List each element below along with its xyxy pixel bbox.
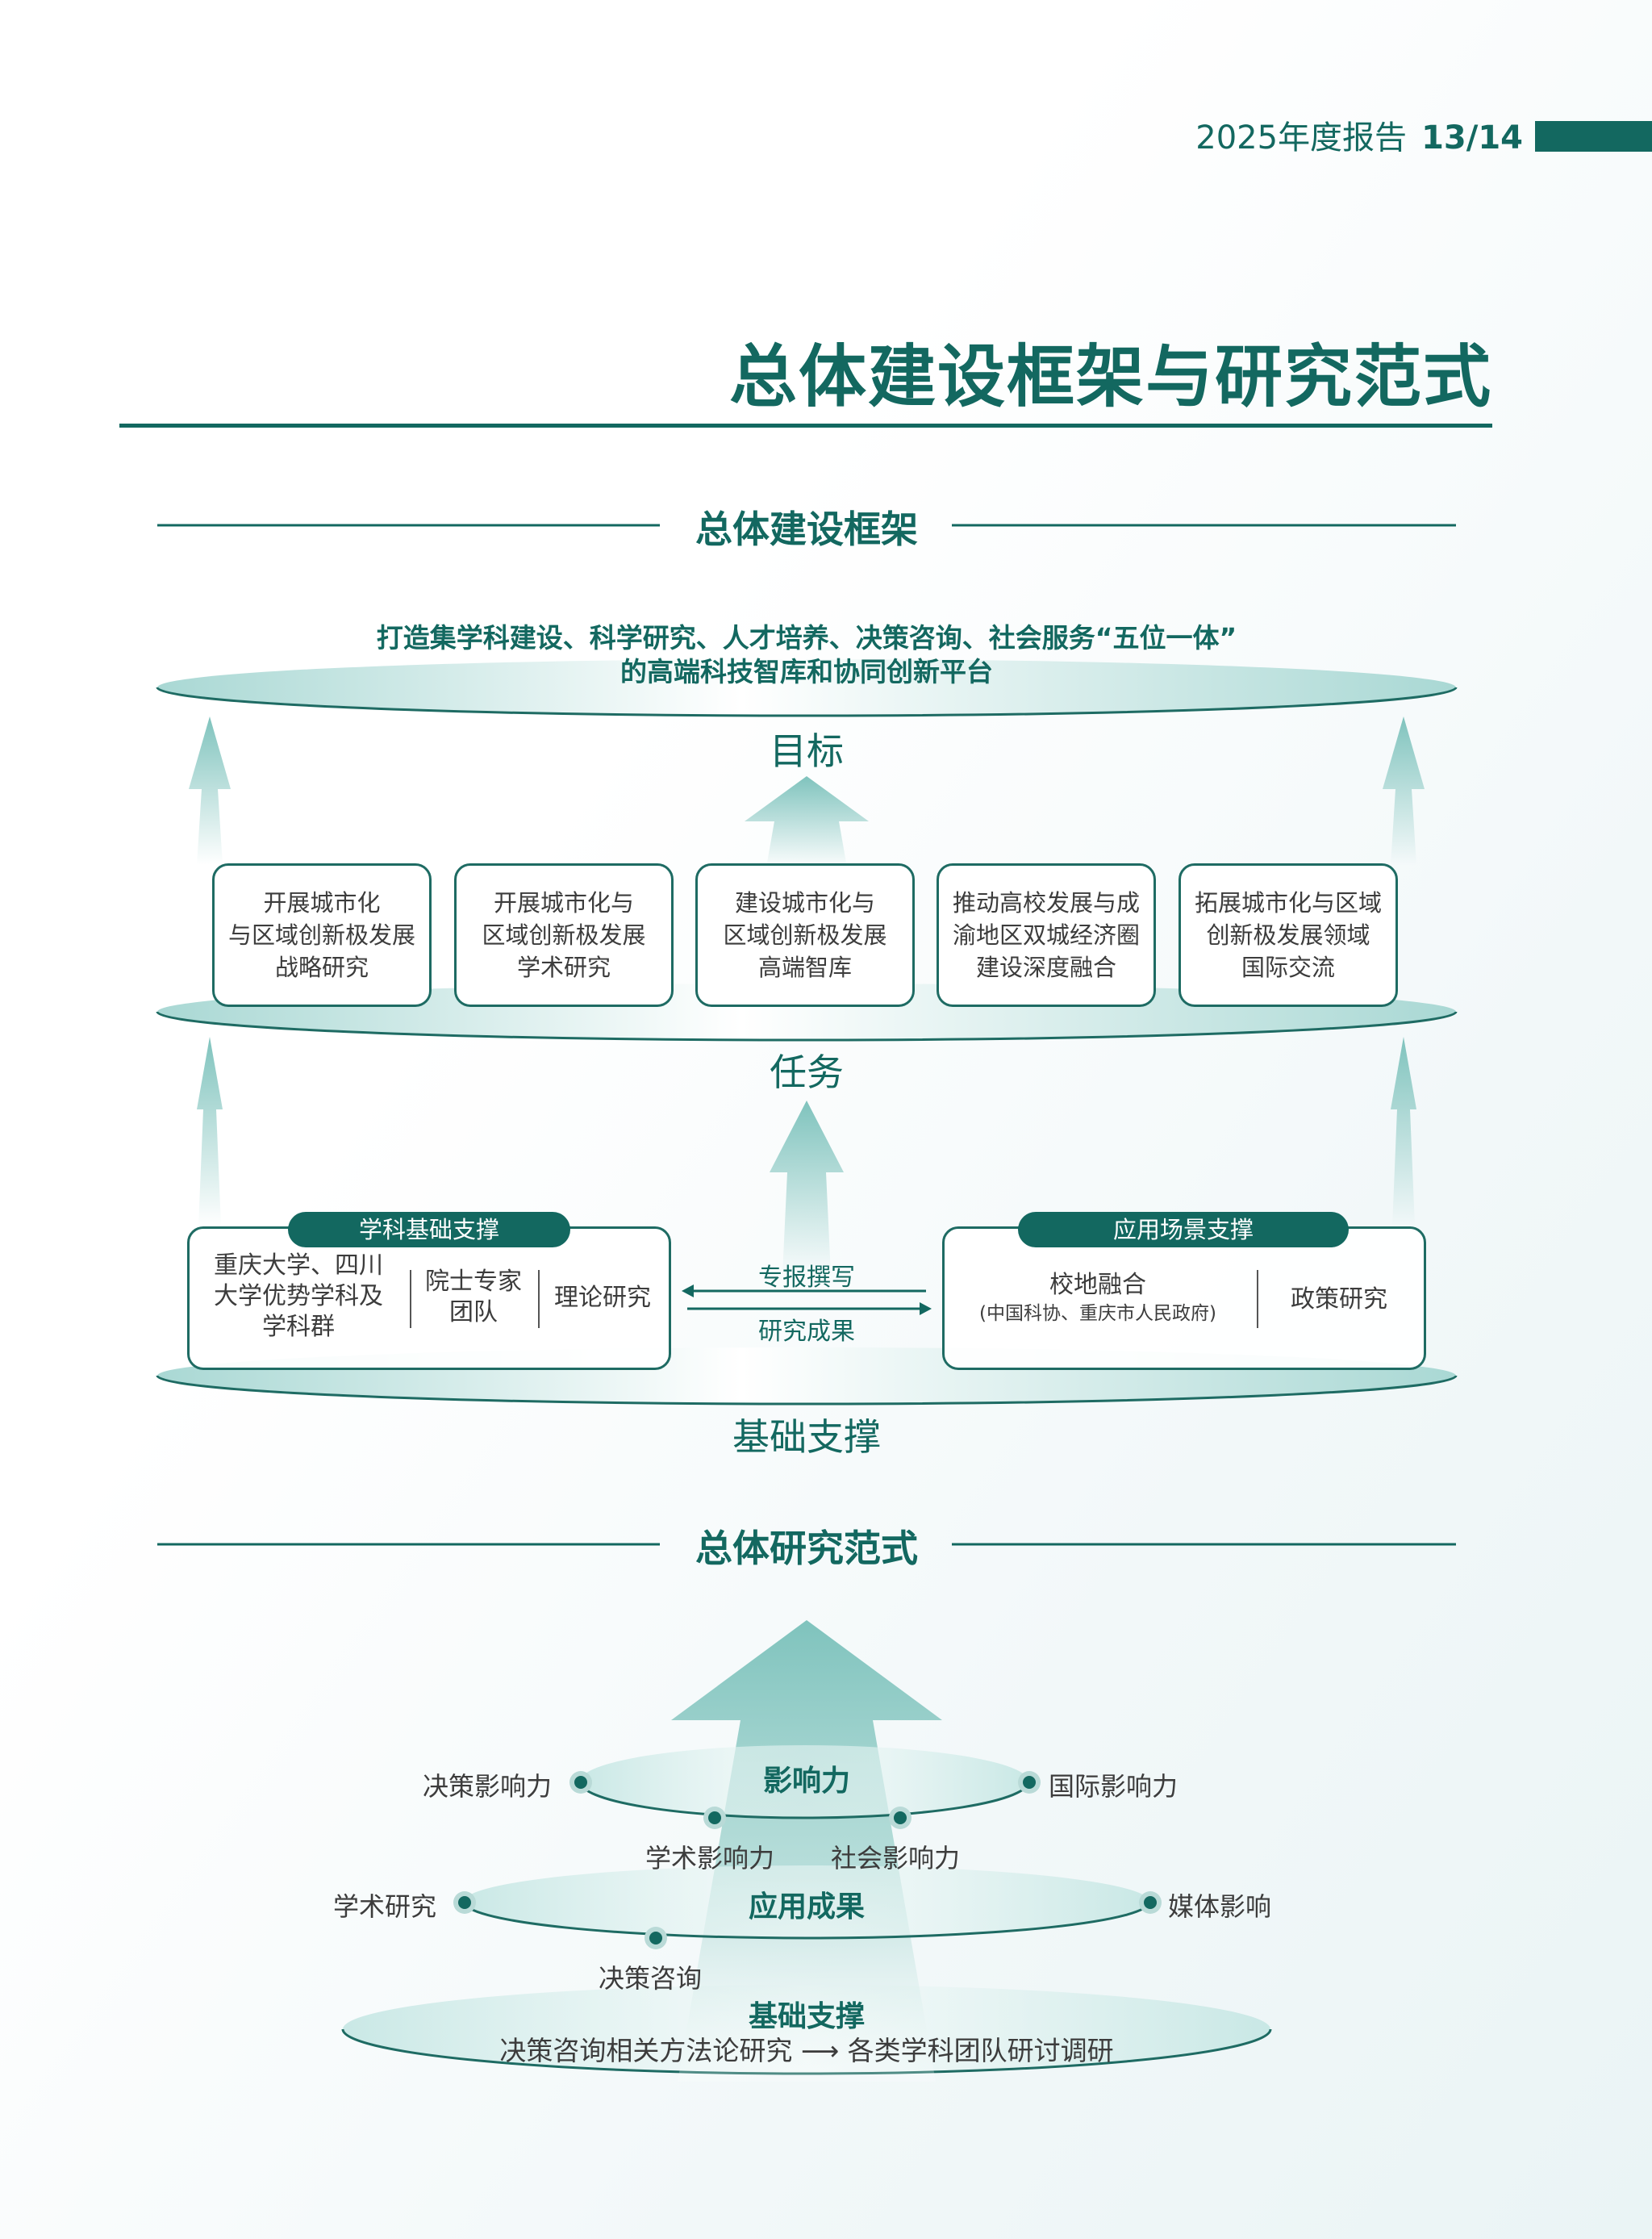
page-title: 总体建设框架与研究范式	[728, 336, 1492, 416]
arrow-right-head	[920, 1302, 932, 1315]
side-arrow-right-upper	[1383, 716, 1425, 865]
goal-arrow	[745, 776, 869, 867]
base-from: 决策咨询相关方法论研究	[499, 2035, 793, 2066]
discipline-support-tag: 学科基础支撑	[288, 1212, 570, 1247]
task-line: 渝地区双城经济圈	[952, 921, 1140, 949]
node-label-academic-influence: 学术影响力	[645, 1843, 775, 1873]
report-header: 2025年度报告 13/14	[1195, 111, 1523, 158]
task-line: 开展城市化与	[493, 889, 634, 917]
cell-line: 大学优势学科及	[214, 1282, 383, 1310]
task-line: 区域创新极发展	[482, 921, 646, 949]
task-line: 学术研究	[516, 954, 611, 981]
goal-disc	[157, 659, 1456, 716]
node-label-media-influence: 媒体影响	[1168, 1891, 1272, 1922]
base-title: 基础支撑	[748, 2000, 866, 2033]
goal-line-1: 打造集学科建设、科学研究、人才培养、决策咨询、社会服务“五位一体”	[376, 622, 1237, 654]
cell-line: 团队	[449, 1298, 498, 1326]
task-line: 高端智库	[757, 954, 852, 981]
side-arrow-left-upper	[189, 716, 231, 865]
cell-line: 重庆大学、四川	[214, 1251, 383, 1280]
arrow-left-head	[682, 1285, 694, 1297]
header-accent-bar	[1535, 121, 1652, 152]
paradigm-main-arrow	[671, 1620, 942, 2082]
goal-statement: 打造集学科建设、科学研究、人才培养、决策咨询、社会服务“五位一体” 的高端科技智…	[377, 621, 1237, 689]
influence-title: 影响力	[762, 1765, 851, 1798]
base-to: 各类学科团队研讨调研	[847, 2035, 1114, 2066]
node-dots	[453, 1771, 1162, 1949]
layer-label-foundation: 基础支撑	[732, 1415, 881, 1459]
node-label-social-influence: 社会影响力	[831, 1843, 961, 1873]
task-box: 开展城市化与区域创新极发展战略研究	[212, 863, 432, 1007]
influence-ring	[580, 1745, 1028, 1818]
cell-line: 学科群	[262, 1313, 335, 1341]
task-line: 区域创新极发展	[723, 921, 887, 949]
section-title-paradigm: 总体研究范式	[695, 1527, 918, 1570]
cell-subtext: (中国科协、重庆市人民政府)	[979, 1303, 1216, 1324]
task-line: 创新极发展领域	[1206, 921, 1370, 949]
side-arrow-left-lower	[197, 1037, 223, 1226]
section-title-framework: 总体建设框架	[695, 508, 918, 551]
cell-divider	[538, 1270, 540, 1328]
application-support-box	[942, 1226, 1426, 1370]
support-cell: 理论研究	[554, 1284, 651, 1312]
results-title: 应用成果	[748, 1890, 866, 1924]
node-label-international-influence: 国际影响力	[1049, 1771, 1179, 1802]
task-line: 拓展城市化与区域	[1194, 889, 1382, 917]
results-ring	[464, 1865, 1149, 1938]
support-cell: 院士专家 团队	[415, 1267, 532, 1328]
side-arrow-right-lower	[1391, 1037, 1416, 1226]
task-line: 开展城市化	[263, 889, 381, 917]
task-box: 开展城市化与区域创新极发展学术研究	[454, 863, 674, 1007]
task-line: 推动高校发展与成	[952, 889, 1140, 917]
goal-line-2: 的高端科技智库和协同创新平台	[620, 656, 993, 687]
node-label-policy-consulting: 决策咨询	[599, 1963, 703, 1994]
arrow-label-report: 专报撰写	[758, 1264, 855, 1292]
cell-line: 校地融合	[1049, 1271, 1146, 1299]
application-support-tag: 应用场景支撑	[1018, 1212, 1349, 1247]
report-label: 2025年度报告	[1195, 119, 1408, 157]
base-flow: 决策咨询相关方法论研究 ⟶ 各类学科团队研讨调研	[499, 2029, 1113, 2068]
support-cell: 校地融合 (中国科协、重庆市人民政府)	[952, 1270, 1244, 1326]
support-cell: 重庆大学、四川 大学优势学科及 学科群	[198, 1251, 398, 1343]
flow-arrow-icon: ⟶	[800, 2035, 840, 2066]
task-box: 推动高校发展与成渝地区双城经济圈建设深度融合	[937, 863, 1156, 1007]
task-line: 战略研究	[274, 954, 369, 981]
support-cell: 政策研究	[1291, 1285, 1387, 1314]
title-underline	[119, 424, 1492, 428]
node-label-policy-influence: 决策影响力	[423, 1771, 553, 1802]
task-box: 建设城市化与区域创新极发展高端智库	[695, 863, 915, 1007]
task-line: 建设城市化与	[734, 889, 875, 917]
cell-line: 院士专家	[425, 1268, 522, 1296]
cell-divider	[410, 1270, 411, 1328]
node-label-academic-research: 学术研究	[333, 1891, 437, 1922]
task-box: 拓展城市化与区域创新极发展领域国际交流	[1179, 863, 1398, 1007]
task-arrow	[770, 1101, 844, 1275]
layer-label-task: 任务	[770, 1051, 844, 1094]
task-line: 建设深度融合	[975, 954, 1116, 981]
layer-label-goal: 目标	[770, 729, 844, 773]
page-number: 13/14	[1421, 119, 1523, 157]
cell-divider	[1257, 1270, 1258, 1328]
arrow-label-results: 研究成果	[758, 1318, 855, 1346]
task-line: 与区域创新极发展	[227, 921, 415, 949]
task-line: 国际交流	[1241, 954, 1335, 981]
